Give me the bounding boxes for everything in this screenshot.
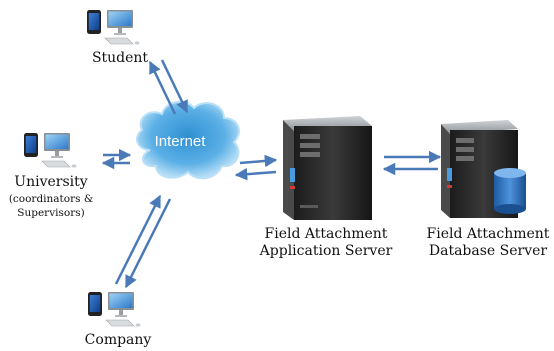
- university-sub-label-1: (coordinators &: [8, 193, 94, 205]
- university-sub-label-2: Supervisors): [17, 207, 85, 219]
- database-server-icon: [441, 120, 526, 218]
- arrow-internet-to-app-server: [239, 154, 278, 168]
- company-label: Company: [84, 332, 152, 348]
- app-server-label-line2: Application Server: [259, 243, 393, 259]
- arrow-student-to-internet: [160, 59, 189, 114]
- student-device-icon: [86, 9, 140, 46]
- arrow-company-to-internet: [114, 194, 162, 285]
- internet-label: Internet: [155, 133, 207, 150]
- db-server-label-line2: Database Server: [428, 243, 548, 259]
- internet-cloud-icon: [135, 100, 240, 180]
- app-server-label-line1: Field Attachment: [264, 226, 388, 242]
- arrow-internet-to-company: [124, 198, 172, 289]
- db-server-label-line1: Field Attachment: [426, 226, 550, 242]
- university-label: University: [14, 174, 88, 190]
- arrow-app-server-to-internet: [234, 167, 277, 181]
- arrow-internet-to-student: [148, 60, 177, 115]
- student-label: Student: [91, 50, 149, 66]
- university-device-icon: [23, 132, 77, 169]
- application-server-icon: [283, 116, 372, 220]
- company-device-icon: [87, 291, 141, 328]
